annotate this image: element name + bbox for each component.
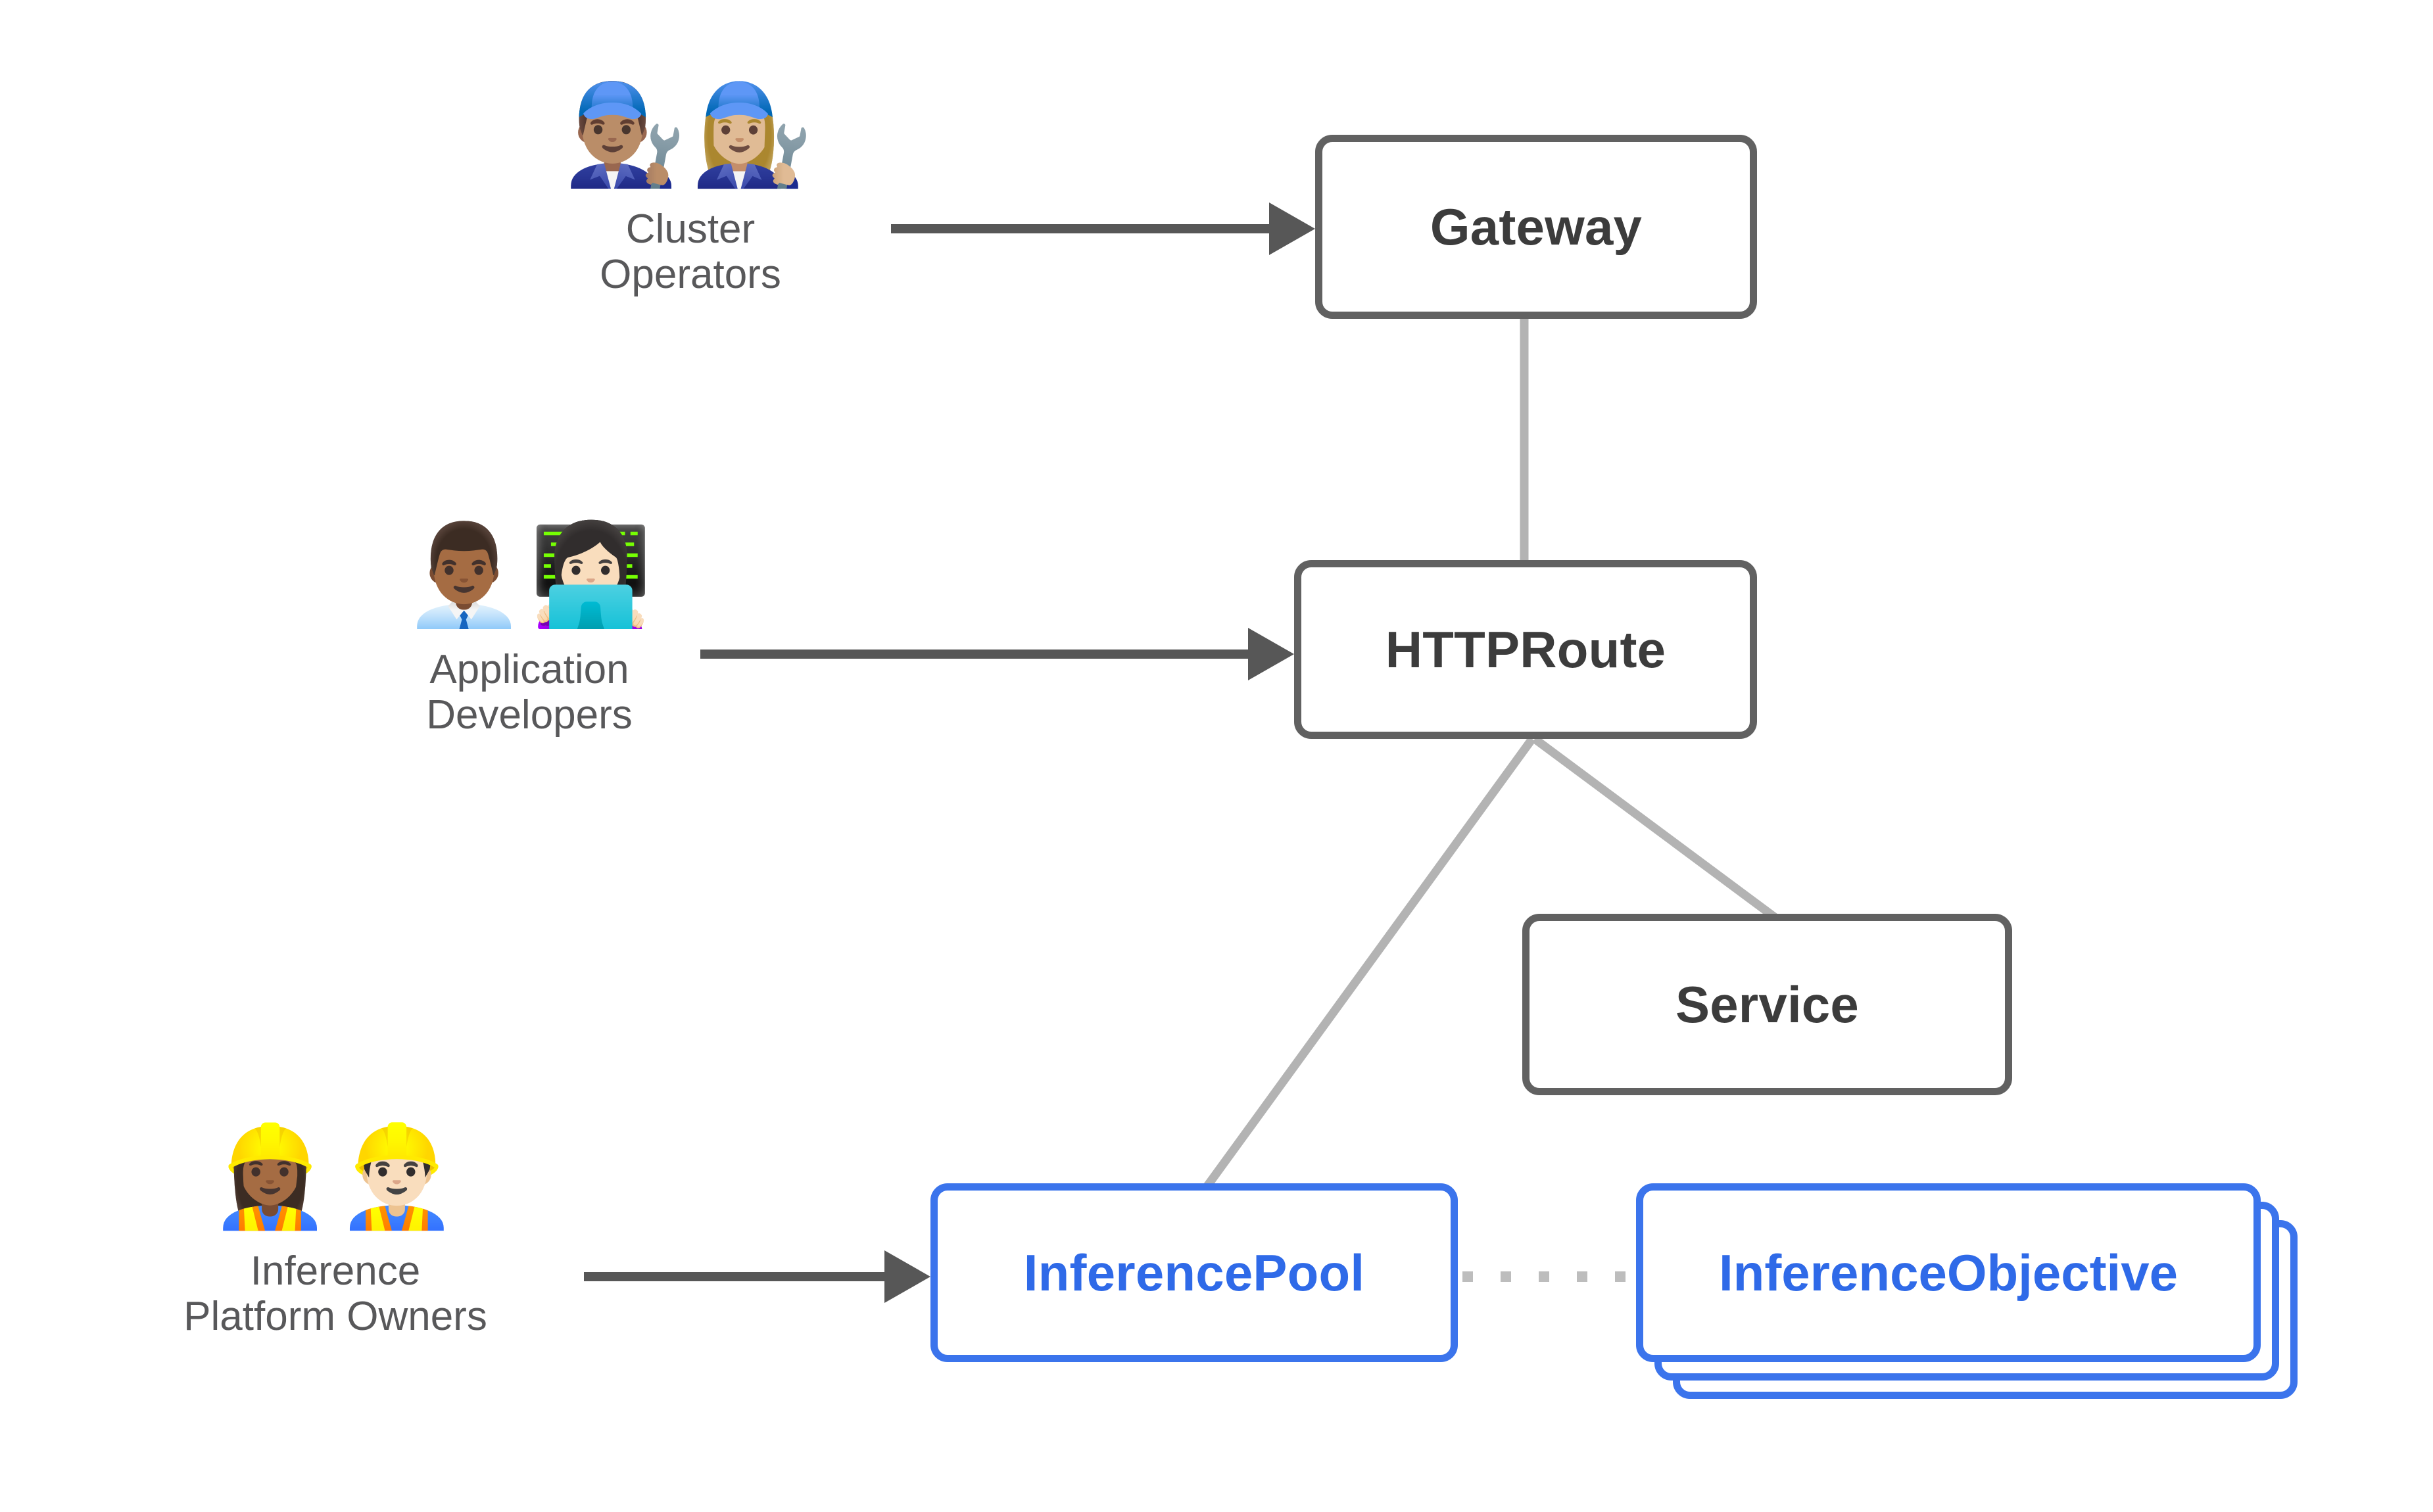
node-service[interactable]: Service (1522, 914, 2012, 1095)
node-inferencepool-label: InferencePool (1023, 1243, 1365, 1302)
application-developers-emoji: 👨🏾‍💼👩🏻‍💻 (402, 518, 656, 632)
edge-httproute-to-inferencepool (1203, 736, 1536, 1189)
inference-platform-owners-emoji: 👷🏾‍♀️👷🏻‍♂️ (208, 1120, 462, 1234)
persona-application-developers: 👨🏾‍💼👩🏻‍💻 Application Developers (325, 526, 733, 738)
node-gateway[interactable]: Gateway (1315, 135, 1757, 319)
node-httproute-label: HTTPRoute (1385, 620, 1666, 678)
application-developers-label: Application Developers (426, 647, 633, 738)
persona-inference-platform-owners: 👷🏾‍♀️👷🏻‍♂️ Inference Platform Owners (118, 1127, 552, 1340)
node-inferenceobjective[interactable]: InferenceObjective (1636, 1183, 2261, 1362)
edge-developers-to-httproute (700, 628, 1294, 680)
edge-operators-to-gateway (891, 202, 1315, 255)
node-inferencepool[interactable]: InferencePool (930, 1183, 1458, 1362)
node-gateway-label: Gateway (1430, 197, 1643, 256)
node-inferenceobjective-stack[interactable]: InferenceObjective (1636, 1183, 2300, 1400)
edge-httproute-to-service (1532, 735, 1778, 922)
cluster-operators-emoji: 👨🏽‍🔧👩🏼‍🔧 (564, 78, 817, 192)
node-httproute[interactable]: HTTPRoute (1294, 560, 1757, 739)
edge-owners-to-inferencepool (584, 1250, 930, 1303)
inference-platform-owners-label: Inference Platform Owners (183, 1248, 487, 1340)
node-inferenceobjective-label: InferenceObjective (1719, 1243, 2178, 1302)
cluster-operators-label: Cluster Operators (600, 206, 781, 298)
node-service-label: Service (1675, 975, 1859, 1033)
persona-cluster-operators: 👨🏽‍🔧👩🏼‍🔧 Cluster Operators (487, 85, 894, 298)
